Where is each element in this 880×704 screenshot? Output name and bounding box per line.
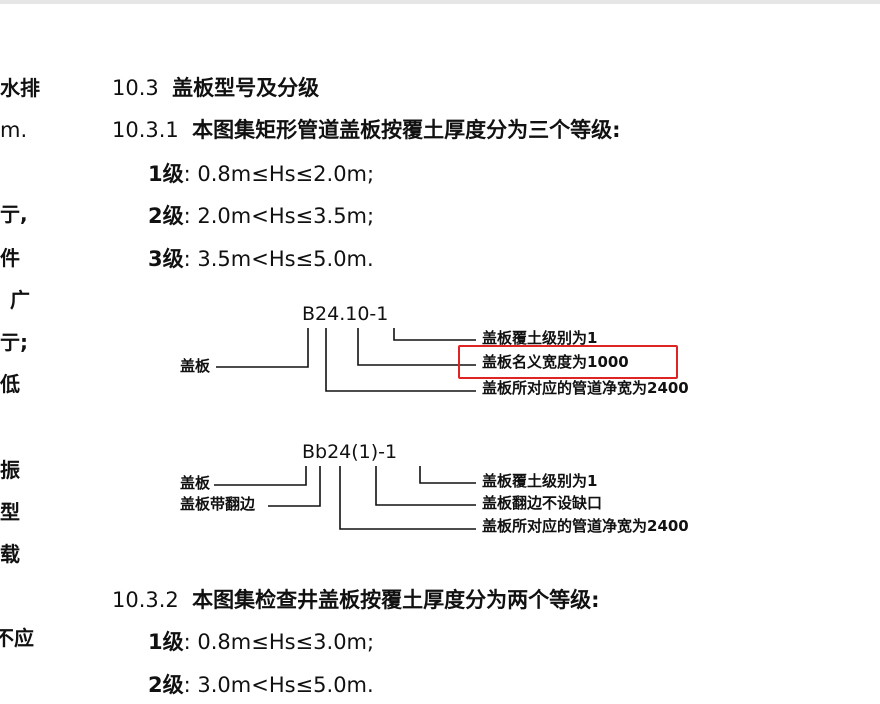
level-row: 1级: 0.8m≤Hs≤2.0m;: [148, 164, 374, 185]
left-fragment: 水排: [0, 76, 40, 100]
leader-line: [375, 466, 476, 506]
left-fragment: 型: [0, 500, 20, 524]
left-fragment: 亍,: [0, 202, 28, 226]
left-fragment: 不应: [0, 626, 34, 650]
leader-line: [216, 328, 309, 368]
level-name: 3级: [148, 247, 184, 271]
right-label: 盖板所对应的管道净宽为2400: [482, 379, 689, 397]
section-heading: 10.3 盖板型号及分级: [112, 78, 319, 99]
subsection-text: 本图集检查井盖板按覆土厚度分为两个等级:: [192, 588, 600, 612]
level-range: : 0.8m≤Hs≤2.0m;: [183, 162, 375, 186]
level-row: 1级: 0.8m≤Hs≤3.0m;: [148, 632, 374, 653]
left-fragment: 广: [10, 288, 30, 312]
left-fragment: m.: [0, 118, 28, 142]
left-fragment: 亍;: [0, 330, 28, 354]
leader-line: [419, 466, 476, 484]
top-border: [0, 0, 880, 4]
level-range: : 3.0m<Hs≤5.0m.: [183, 673, 374, 697]
leader-line: [325, 328, 476, 392]
right-label: 盖板覆土级别为1: [482, 472, 598, 490]
right-label: 盖板名义宽度为1000: [482, 353, 629, 371]
level-row: 2级: 2.0m<Hs≤3.5m;: [148, 206, 374, 227]
level-name: 2级: [148, 673, 184, 697]
level-row: 2级: 3.0m<Hs≤5.0m.: [148, 675, 374, 696]
leader-line: [357, 328, 476, 366]
right-label: 盖板翻边不设缺口: [482, 494, 603, 512]
leader-line: [393, 328, 476, 341]
left-label: 盖板带翻边: [180, 495, 256, 513]
right-label: 盖板所对应的管道净宽为2400: [482, 517, 689, 535]
left-fragment: 振: [0, 458, 20, 482]
left-label: 盖板: [180, 474, 211, 492]
section-title: 盖板型号及分级: [172, 76, 320, 100]
leader-line: [339, 466, 476, 530]
leader-line: [214, 466, 307, 486]
left-fragment: 低: [0, 372, 20, 396]
level-range: : 2.0m<Hs≤3.5m;: [183, 204, 375, 228]
subsection-10-3-2: 10.3.2 本图集检查井盖板按覆土厚度分为两个等级:: [112, 590, 600, 611]
left-label: 盖板: [180, 357, 211, 375]
subsection-number: 10.3.2: [112, 588, 179, 612]
left-fragment: 件: [0, 246, 20, 270]
level-row: 3级: 3.5m<Hs≤5.0m.: [148, 249, 374, 270]
level-range: : 0.8m≤Hs≤3.0m;: [183, 630, 375, 654]
type-code: B24.10-1: [302, 303, 389, 325]
level-name: 1级: [148, 630, 184, 654]
level-name: 1级: [148, 162, 184, 186]
level-name: 2级: [148, 204, 184, 228]
subsection-number: 10.3.1: [112, 118, 179, 142]
right-label: 盖板覆土级别为1: [482, 329, 598, 347]
highlight-box: [458, 345, 678, 379]
left-cropped-column: 水排 m. 亍, 件 广 亍; 低 振 型 载 不应: [0, 0, 40, 704]
level-range: : 3.5m<Hs≤5.0m.: [183, 247, 374, 271]
subsection-text: 本图集矩形管道盖板按覆土厚度分为三个等级:: [192, 118, 621, 142]
section-number: 10.3: [112, 76, 159, 100]
subsection-10-3-1: 10.3.1 本图集矩形管道盖板按覆土厚度分为三个等级:: [112, 120, 621, 141]
leader-line: [268, 466, 321, 507]
left-fragment: 载: [0, 542, 20, 566]
type-code: Bb24(1)-1: [302, 441, 398, 463]
